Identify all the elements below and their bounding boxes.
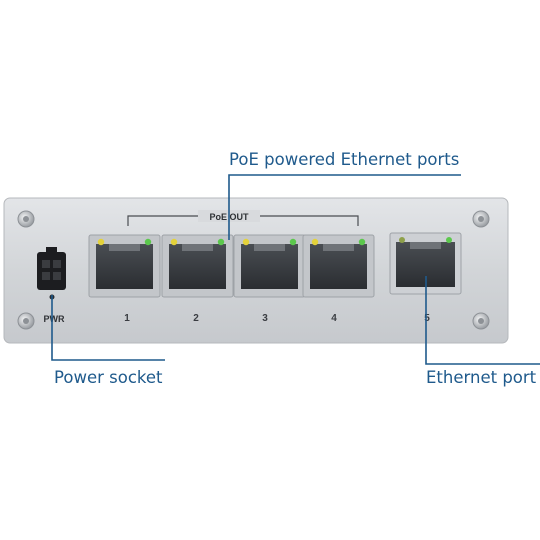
port-number-3: 3 xyxy=(262,313,268,324)
screw-bottom-left xyxy=(17,312,35,330)
poe-ports-callout-label: PoE powered Ethernet ports xyxy=(229,150,460,169)
port-number-4: 4 xyxy=(331,313,337,324)
power-socket xyxy=(37,247,66,290)
port-number-1: 1 xyxy=(124,313,130,324)
ethernet-port-callout-label: Ethernet port xyxy=(426,368,537,387)
port-number-2: 2 xyxy=(193,313,199,324)
power-socket-leader-line xyxy=(51,295,165,361)
poe-ports-leader-line xyxy=(228,174,461,240)
screw-bottom-right xyxy=(472,312,490,330)
poe-port-2 xyxy=(161,234,234,298)
port-number-5: 5 xyxy=(424,313,430,324)
screw-top-right xyxy=(472,210,490,228)
pwr-label: PWR xyxy=(44,314,65,324)
poe-port-3 xyxy=(233,234,306,298)
power-socket-callout-label: Power socket xyxy=(54,368,163,387)
screw-top-left xyxy=(17,210,35,228)
ethernet-port-leader-line xyxy=(425,276,540,365)
ethernet-port-5 xyxy=(389,232,462,295)
poe-port-4 xyxy=(302,234,375,298)
poe-port-1 xyxy=(88,234,161,298)
